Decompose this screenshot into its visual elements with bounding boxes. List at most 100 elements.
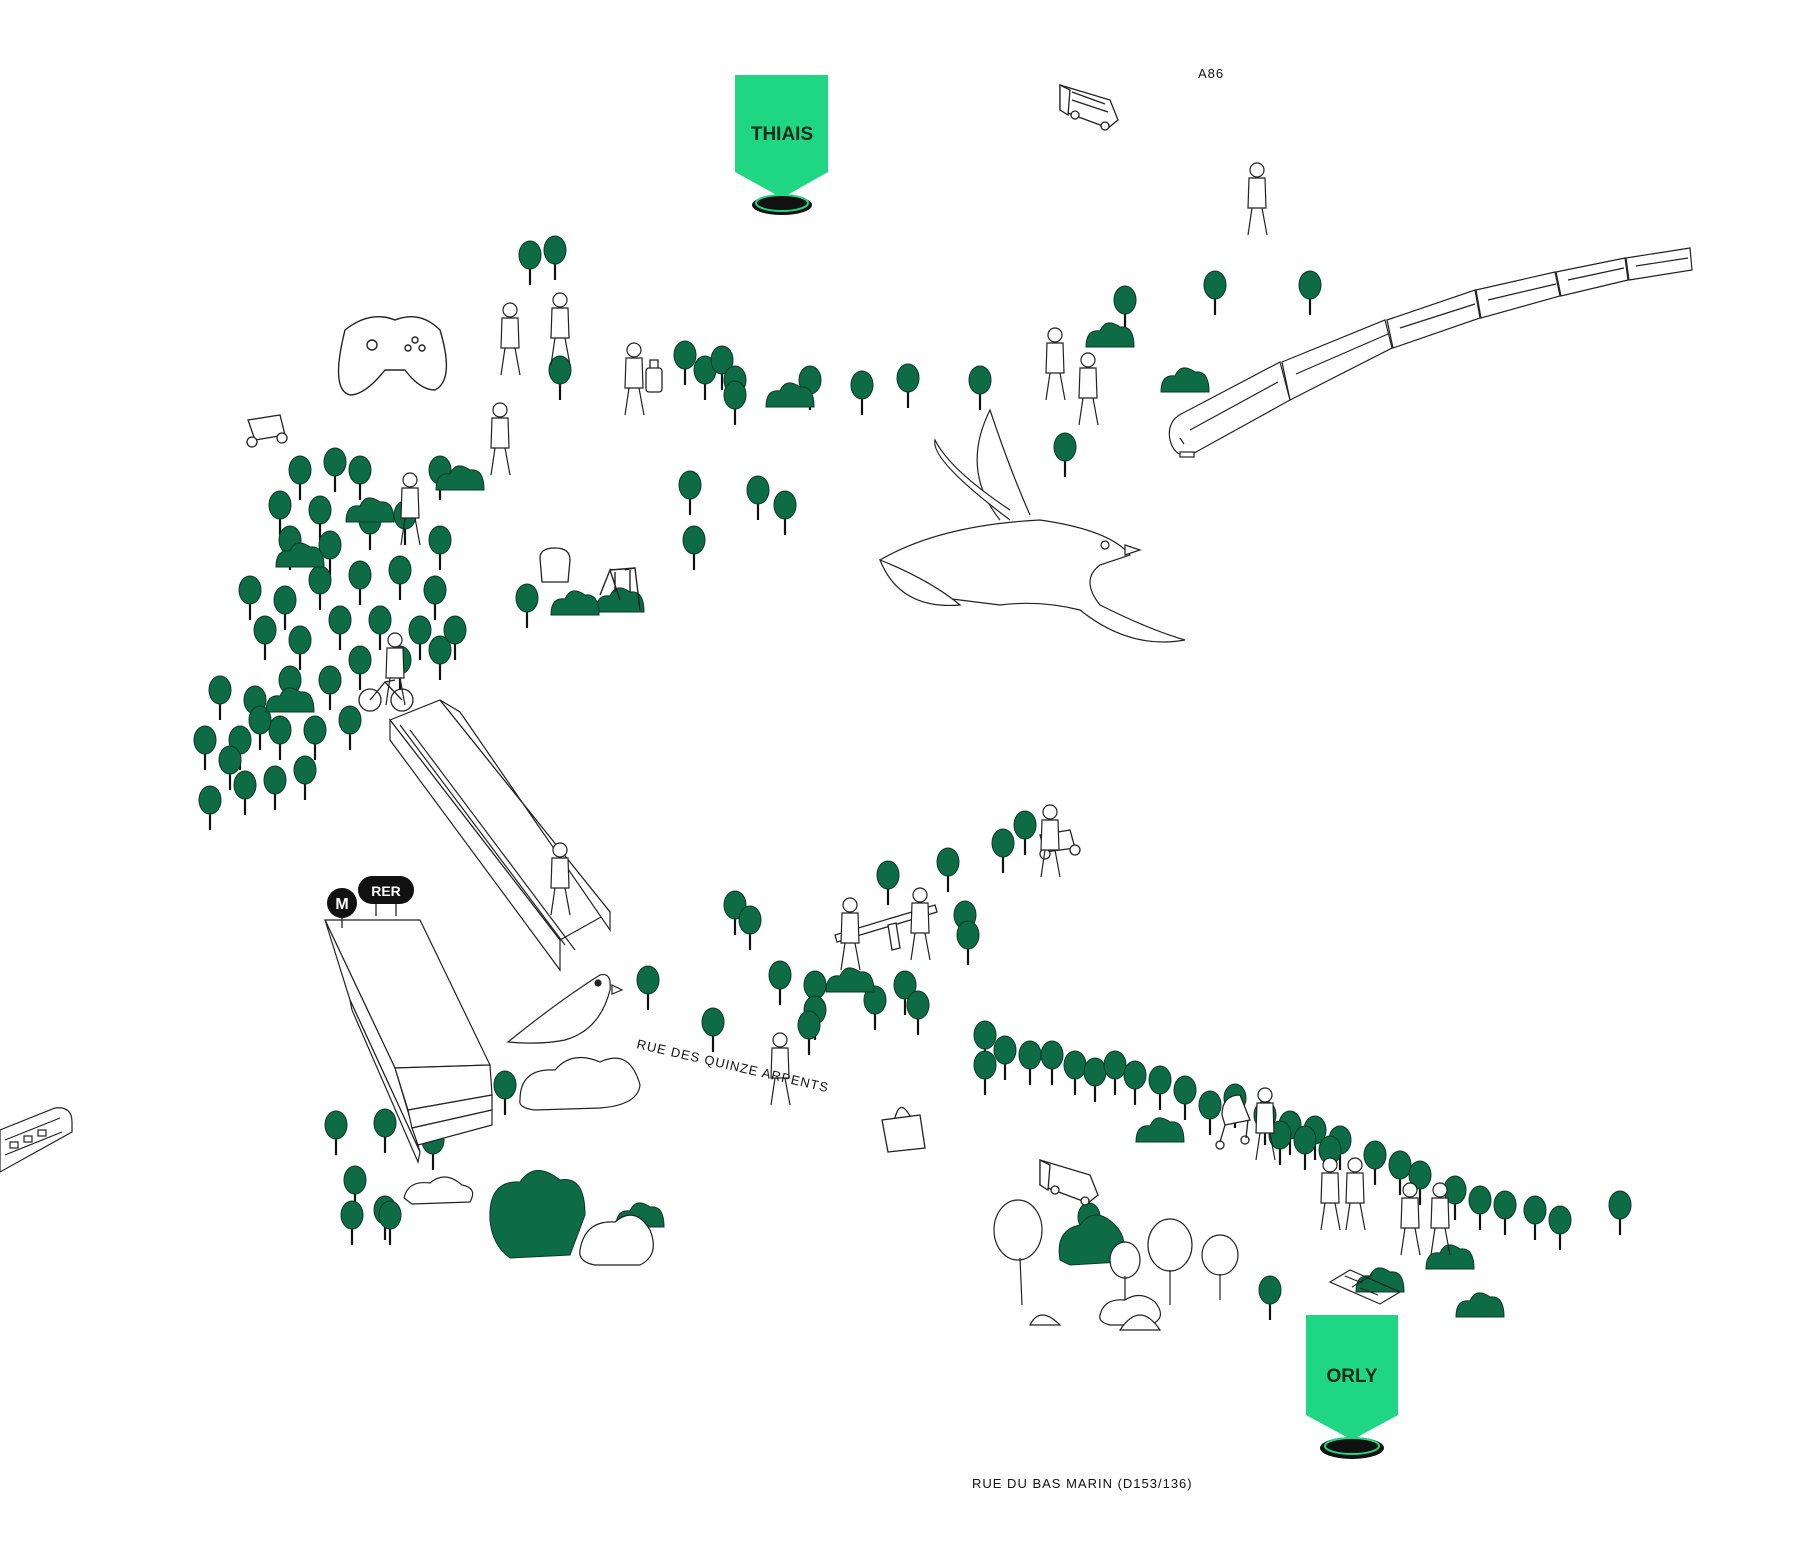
tree-icon	[268, 715, 292, 760]
road-label-rue-bas-marin: RUE DU BAS MARIN (D153/136)	[972, 1476, 1193, 1491]
tree-icon	[253, 615, 277, 660]
tree-icon	[338, 705, 362, 750]
shrub-icon	[1425, 1244, 1475, 1270]
tree-icon	[893, 970, 917, 1015]
tree-icon	[993, 1035, 1017, 1080]
tree-icon	[208, 675, 232, 720]
shrub-icon	[265, 687, 315, 713]
tree-icon	[323, 447, 347, 492]
person-icon	[550, 292, 571, 366]
tree-icon	[1608, 1190, 1632, 1235]
tree-icon	[218, 745, 242, 790]
tree-icon	[388, 555, 412, 600]
tree-icon	[343, 1165, 367, 1210]
person-icon	[624, 342, 645, 416]
tree-icon	[1408, 1160, 1432, 1205]
tree-icon	[443, 615, 467, 660]
tree-icon	[1063, 1050, 1087, 1095]
bus-icon[interactable]	[1059, 83, 1119, 131]
destination-pin-thiais[interactable]: THIAIS	[735, 75, 828, 215]
person-icon	[1320, 1157, 1341, 1231]
tree-icon	[324, 1110, 348, 1155]
tree-icon	[348, 645, 372, 690]
bus-icon[interactable]	[1039, 1158, 1099, 1206]
tree-icon	[518, 240, 542, 285]
bird-icon	[878, 408, 1186, 643]
tree-icon	[378, 1200, 402, 1245]
tree-icon	[956, 920, 980, 965]
tree-icon	[193, 725, 217, 770]
person-icon	[1247, 162, 1268, 236]
person-icon	[1345, 1157, 1366, 1231]
swing-icon	[599, 567, 641, 611]
person-icon	[550, 842, 571, 916]
destination-pin-orly[interactable]: ORLY	[1306, 1315, 1398, 1459]
metro-sign: M	[327, 888, 357, 928]
tree-icon	[515, 583, 539, 628]
tree-icon	[288, 625, 312, 670]
tram-icon[interactable]	[1168, 247, 1693, 458]
person-icon	[910, 887, 931, 961]
person-icon	[400, 472, 421, 546]
person-icon	[1255, 1087, 1276, 1161]
tree-icon	[693, 355, 717, 400]
tree-icon	[428, 525, 452, 570]
person-icon	[1040, 804, 1061, 878]
person-icon	[840, 897, 861, 971]
rer-sign-label: RER	[371, 883, 401, 899]
tree-icon	[723, 380, 747, 425]
shrub-icon	[1455, 1292, 1505, 1318]
metro-sign-label: M	[335, 896, 348, 913]
tree-icon	[1298, 270, 1322, 315]
tree-icon	[746, 475, 770, 520]
bush-outlines	[403, 1056, 1162, 1331]
shrub-icon	[1355, 1267, 1405, 1293]
people-layer	[385, 162, 1451, 1256]
tree-icon	[1083, 1057, 1107, 1102]
person-icon	[1078, 352, 1099, 426]
tram-partial-icon	[0, 1107, 73, 1173]
tree-icon	[738, 905, 762, 950]
tree-icon	[1268, 1120, 1292, 1165]
tree-icon	[288, 455, 312, 500]
tree-icon	[896, 363, 920, 408]
tree-icon	[308, 495, 332, 540]
tree-icon	[1468, 1185, 1492, 1230]
tree-icon	[1123, 1060, 1147, 1105]
shrub-icon	[1160, 367, 1210, 393]
shrub-icon	[1135, 1117, 1185, 1143]
tree-icon	[548, 355, 572, 400]
tree-icon	[238, 575, 262, 620]
tree-icon	[1203, 270, 1227, 315]
person-icon	[770, 1032, 791, 1106]
tree-icon	[678, 470, 702, 515]
tree-icon	[1013, 810, 1037, 855]
tree-icon	[318, 530, 342, 575]
tree-icon	[248, 705, 272, 750]
person-icon	[1430, 1182, 1451, 1256]
shrub-icon	[550, 590, 600, 616]
tree-icon	[428, 635, 452, 680]
tree-icon	[1388, 1150, 1412, 1195]
tree-icon	[348, 560, 372, 605]
suitcase-icon	[645, 359, 663, 393]
game-controller-icon	[337, 316, 448, 396]
tree-icon	[968, 365, 992, 410]
person-icon	[1400, 1182, 1421, 1256]
tree-icon	[303, 715, 327, 760]
tree-icon	[850, 370, 874, 415]
destination-label-thiais: THIAIS	[751, 124, 813, 145]
goldfinch-icon	[506, 973, 624, 1044]
road-label-a86: A86	[1198, 66, 1224, 81]
tree-icon	[636, 965, 660, 1010]
tree-icon	[973, 1020, 997, 1065]
tree-icon	[340, 1200, 364, 1245]
tree-icon	[268, 490, 292, 535]
backpack-icon	[539, 547, 571, 583]
shrub-icon	[825, 967, 875, 993]
tree-icon	[318, 665, 342, 710]
tree-icon	[991, 828, 1015, 873]
scooter-icon	[246, 414, 288, 448]
tree-icon	[1293, 1125, 1317, 1170]
